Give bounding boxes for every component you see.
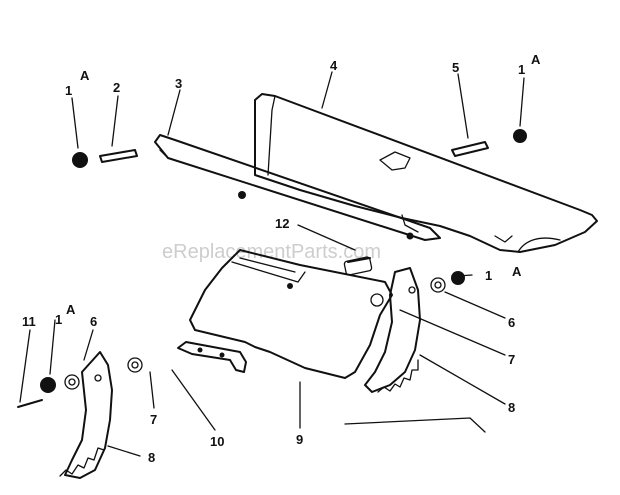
callout-6-right: 6	[508, 315, 515, 330]
callout-12: 12	[275, 216, 289, 231]
spring-part-12[interactable]	[343, 256, 373, 276]
left-guard-part-8[interactable]	[59, 351, 113, 479]
pin-part-5[interactable]	[451, 141, 489, 157]
callout-1a-bottom-left-num: 1	[55, 312, 62, 327]
callout-6-left: 6	[90, 314, 97, 329]
callout-labels: 1 A 2 3 4 5 1 A 12 1 A 6 7 8 9 10 11 1 A…	[22, 52, 541, 465]
callout-8-left: 8	[148, 450, 155, 465]
left-nut-part-1a[interactable]	[40, 377, 56, 393]
callout-7-left: 7	[150, 412, 157, 427]
stray-stroke	[344, 417, 486, 433]
callout-1a-top-left-suffix: A	[80, 68, 90, 83]
leader-lines	[19, 71, 525, 457]
right-washer-part-6[interactable]	[430, 277, 446, 293]
callout-8-right: 8	[508, 400, 515, 415]
top-right-nut-part-1a[interactable]	[513, 129, 527, 143]
rail-part-3[interactable]	[154, 134, 441, 241]
bracket-part-10[interactable]	[177, 341, 247, 373]
screw-part-11[interactable]	[17, 399, 43, 408]
pin-part-2[interactable]	[99, 149, 138, 163]
callout-1a-top-left-num: 1	[65, 83, 72, 98]
callout-5: 5	[452, 60, 459, 75]
callout-1a-top-right-suffix: A	[531, 52, 541, 67]
watermark-text: eReplacementParts.com	[162, 241, 381, 263]
callout-10: 10	[210, 434, 224, 449]
callout-1a-right-suffix: A	[512, 264, 522, 279]
right-guard-part-8[interactable]	[364, 267, 421, 393]
callout-1a-top-right-num: 1	[518, 62, 525, 77]
guard-plate-part-9[interactable]	[189, 249, 393, 379]
top-left-nut-part-1a[interactable]	[72, 152, 88, 168]
callout-11: 11	[22, 314, 36, 329]
callout-9: 9	[296, 432, 303, 447]
callout-1a-right-num: 1	[485, 268, 492, 283]
callout-4: 4	[330, 58, 338, 73]
left-washer-part-6[interactable]	[64, 374, 80, 390]
callout-1a-bottom-left-suffix: A	[66, 302, 76, 317]
callout-7-right: 7	[508, 352, 515, 367]
left-washer-part-7[interactable]	[127, 357, 143, 373]
callout-3: 3	[175, 76, 182, 91]
callout-2: 2	[113, 80, 120, 95]
right-nut-part-1a[interactable]	[451, 271, 465, 285]
